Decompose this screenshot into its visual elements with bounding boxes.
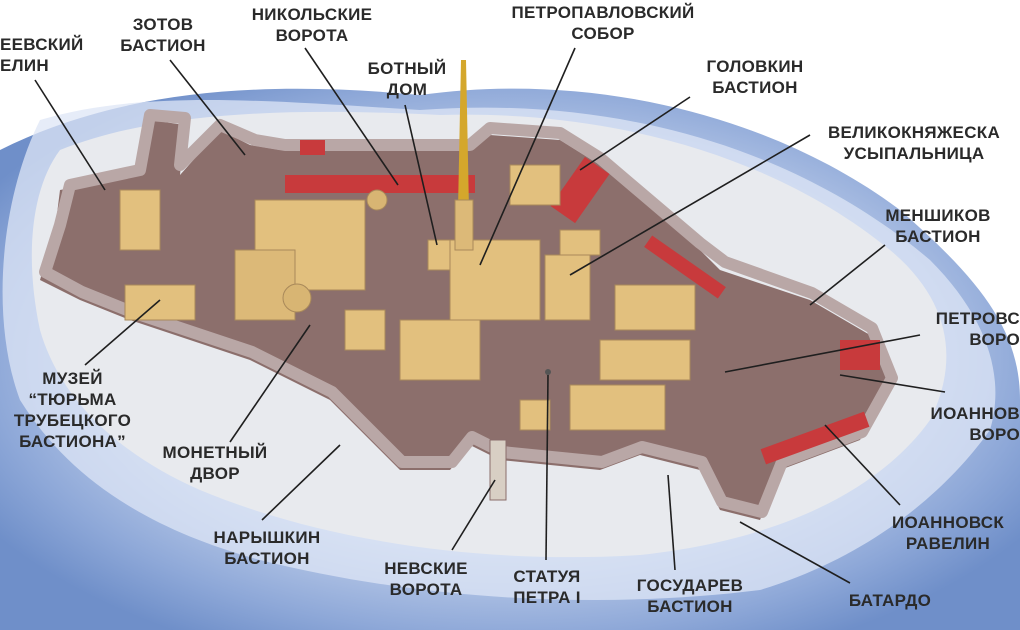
red-facade-gate xyxy=(840,340,880,370)
label-muzey-tyurma: МУЗЕЙ “ТЮРЬМА ТРУБЕЦКОГО БАСТИОНА” xyxy=(13,369,132,451)
cathedral-spire xyxy=(454,60,474,251)
label-nevskie-vorota: НЕВСКИЕ ВОРОТА xyxy=(384,559,468,599)
leader-muzey xyxy=(84,299,161,366)
spire xyxy=(458,60,469,210)
label-monetny-dvor: МОНЕТНЫЙ ДВОР xyxy=(162,443,268,483)
leader-batardo xyxy=(739,521,851,584)
dome xyxy=(282,283,312,313)
label-golovkin-bastion: ГОЛОВКИН БАСТИОН xyxy=(706,57,804,97)
building-east xyxy=(614,284,696,331)
inner-buildings xyxy=(119,164,696,431)
label-petropavlovsky-sobor: ПЕТРОПАВЛОВСКИЙ СОБОР xyxy=(511,3,695,43)
label-batardo: БАТАРДО xyxy=(848,591,932,610)
building-south xyxy=(569,384,666,431)
leader-alekseevsky xyxy=(34,79,106,191)
label-alekseevsky-ravelin: ЕЕВСКИЙ ЕЛИН xyxy=(0,35,84,75)
leader-naryshkin xyxy=(261,444,341,521)
building-tomb xyxy=(544,254,591,321)
statue-marker xyxy=(545,369,551,375)
leader-sobor xyxy=(479,47,576,266)
leader-ioannovskie xyxy=(839,374,946,393)
leader-monetny xyxy=(229,324,311,443)
leader-gosudarev xyxy=(667,474,676,571)
leader-statuya xyxy=(545,374,549,561)
trubetskoy-building xyxy=(124,284,196,321)
label-statuya-petra: СТАТУЯ ПЕТРА I xyxy=(513,567,581,607)
nevsky-gate xyxy=(489,439,507,501)
red-facade-northeast xyxy=(550,156,610,224)
bell-tower xyxy=(454,199,474,251)
red-facade-ravelin xyxy=(760,411,870,465)
building-guardhouse xyxy=(519,399,551,431)
label-velikoknyazheskaya: Великокняжеска усыпальница xyxy=(827,123,1001,163)
red-facade-north xyxy=(285,175,475,193)
label-petrovskie-vorota: ПЕТРОВС ВОРО xyxy=(935,309,1020,349)
building-botny-dom xyxy=(427,239,451,271)
building-engineer xyxy=(599,339,691,381)
building-north xyxy=(509,164,561,206)
red-facade-golovkin xyxy=(300,140,325,155)
building-small-2 xyxy=(559,229,601,256)
leader-menshikov xyxy=(809,244,886,306)
building-small-1 xyxy=(344,309,386,351)
leader-ioannovsky-ravelin xyxy=(824,424,901,506)
zotov-building xyxy=(119,189,161,251)
building-commandant xyxy=(399,319,481,381)
building-west xyxy=(234,249,296,321)
label-botny-dom: БОТНЫЙ ДОМ xyxy=(367,59,447,99)
leader-zotov xyxy=(169,59,246,156)
label-nikolskie-vorota: НИКОЛЬСКИЕ ВОРОТА xyxy=(251,5,373,45)
label-zotov-bastion: ЗОТОВ БАСТИОН xyxy=(120,15,206,55)
label-gosudarev-bastion: ГОСУДАРЕВ БАСТИОН xyxy=(636,576,744,616)
leader-golovkin xyxy=(579,96,691,171)
leader-botny-dom xyxy=(404,104,438,246)
leader-nikolskie xyxy=(304,47,399,186)
red-facade-east xyxy=(644,235,726,299)
wall-top xyxy=(39,109,898,518)
leader-nevskie xyxy=(451,479,496,551)
label-ioannovskie-vorota: ИОАННОВ ВОРО xyxy=(930,404,1020,444)
building-cathedral xyxy=(449,239,541,321)
dome xyxy=(366,189,388,211)
leader-tomb xyxy=(569,134,811,276)
label-naryshkin-bastion: НАРЫШКИН БАСТИОН xyxy=(213,528,321,568)
label-ioannovsky-ravelin: ИОАННОВСК РАВЕЛИН xyxy=(891,513,1005,553)
leader-petrovskie xyxy=(724,334,921,373)
label-menshikov-bastion: МЕНШИКОВ БАСТИОН xyxy=(885,206,991,246)
leader-lines xyxy=(34,47,946,584)
